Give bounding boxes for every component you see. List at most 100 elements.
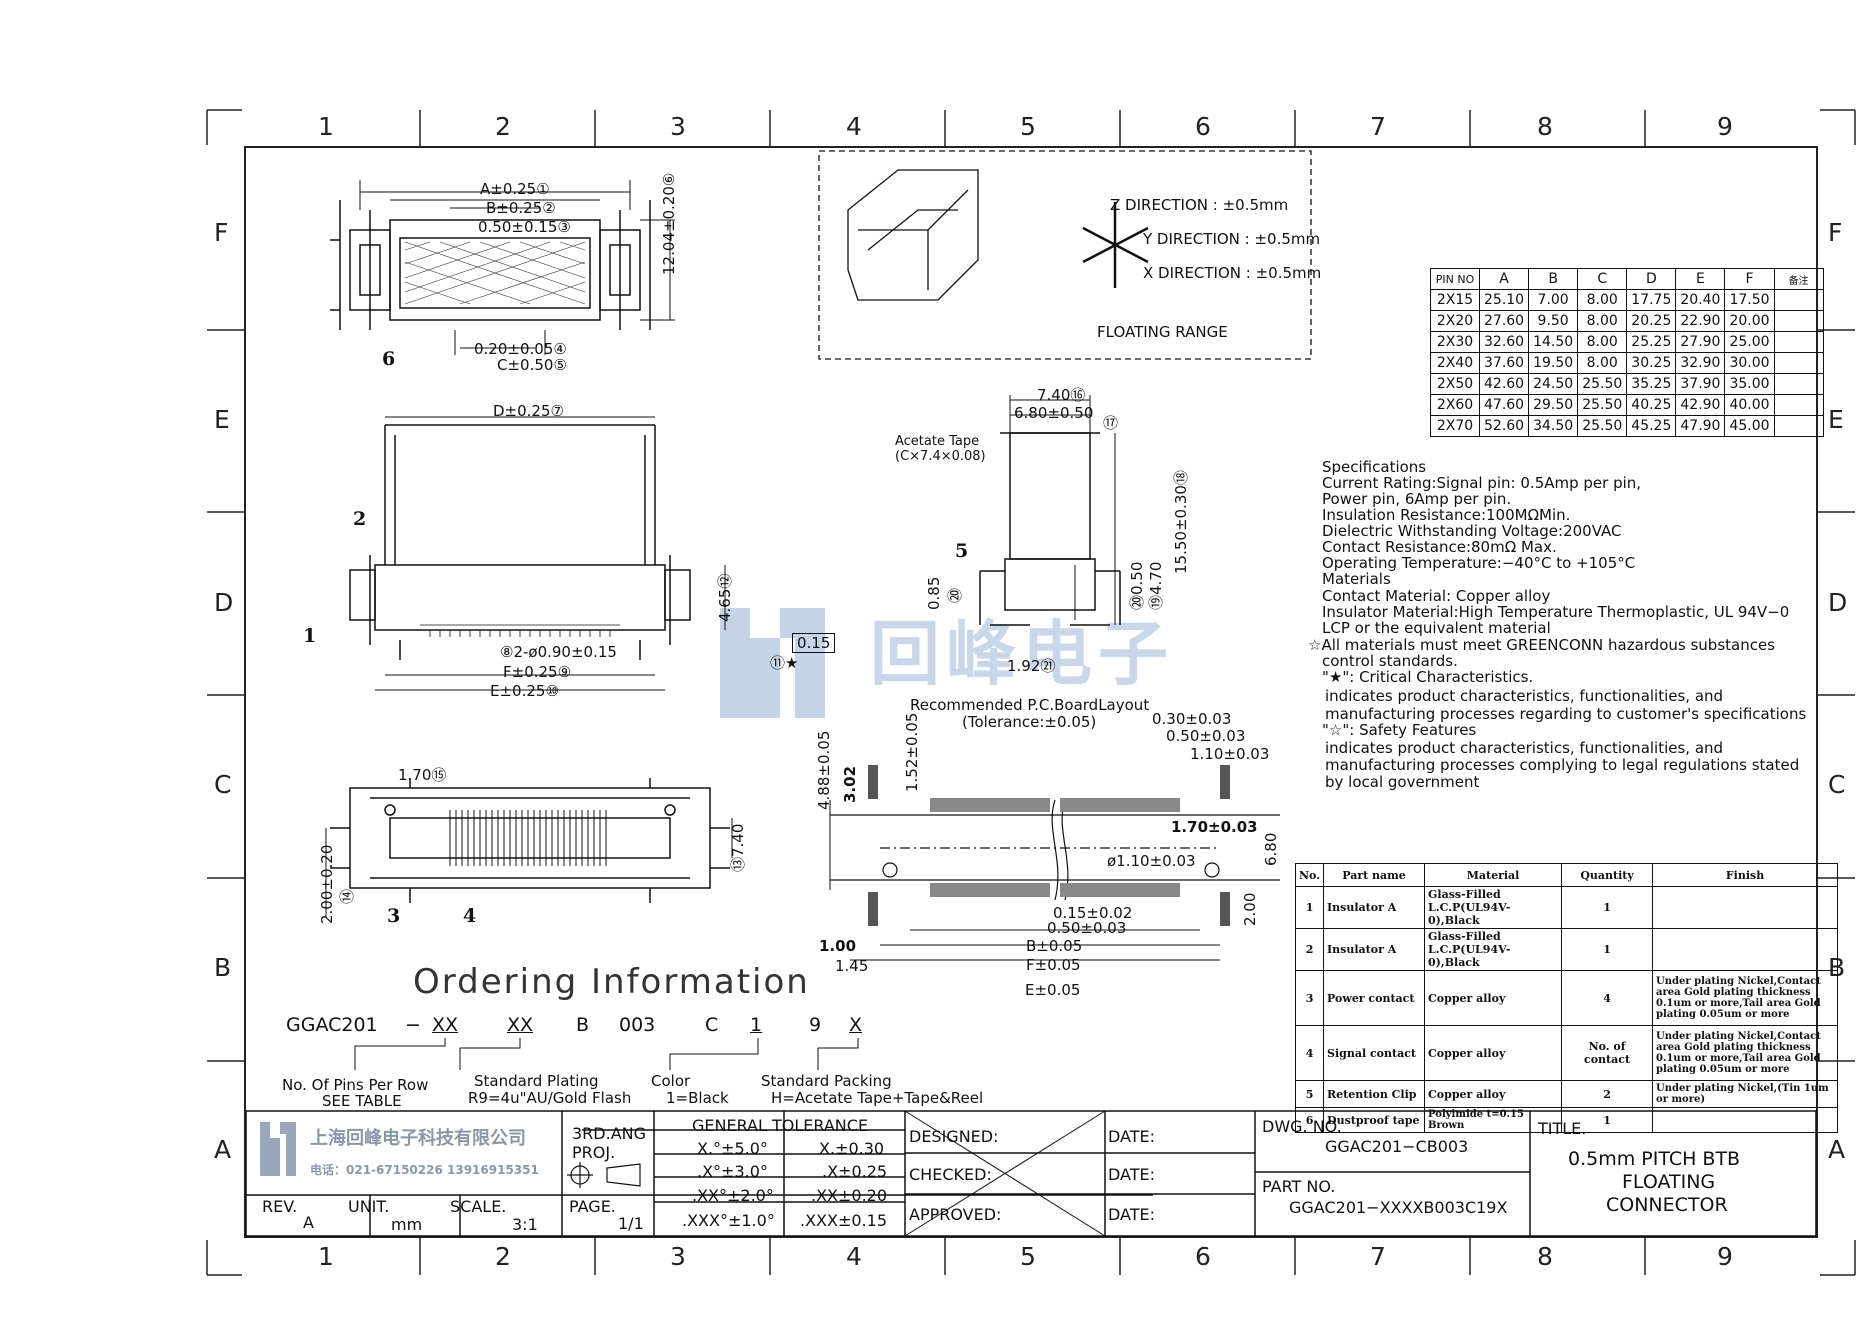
pcb-dim-b: B±0.05 [1026,937,1083,955]
zone-col-top-2: 2 [495,112,511,141]
table-cell: 2X20 [1430,310,1480,332]
floating-range-box [818,150,1312,360]
dim-22-marker: ⑳ [946,587,964,603]
table-cell: 8.00 [1577,331,1628,353]
table-cell: 20.40 [1675,289,1726,311]
table-row: 5 Retention Clip Copper alloy 2 Under pl… [1294,1080,1839,1108]
zone-col-top-3: 3 [670,112,686,141]
dim-14-marker: ⑭ [338,888,356,904]
ordering-note-packing-sub: H=Acetate Tape+Tape&Reel [771,1089,984,1107]
title-line-3: CONNECTOR [1606,1194,1728,1216]
pin-table-header: PIN NO A B C D E F 备注 [1430,268,1824,290]
bom-header-cell: Quantity [1561,863,1654,887]
ordering-note-pins: No. Of Pins Per Row [282,1076,429,1094]
table-cell: 1 [1561,928,1654,971]
flatness-symbol-note: ⑪★ [770,654,799,672]
table-cell: 25.00 [1724,331,1775,353]
table-cell: 2X30 [1430,331,1480,353]
pcb-dim-1-52: 1.52±0.05 [903,712,921,792]
part-marker-2: 2 [353,508,367,530]
dim-12-04: 12.04±0.20⑥ [660,172,678,275]
spec-line-18: manufacturing processes complying to leg… [1325,756,1800,774]
approved-date-label: DATE: [1108,1205,1156,1224]
table-cell: 4 [1561,970,1654,1026]
dwg-number: GGAC201−CB003 [1325,1137,1469,1156]
pcb-dim-0-50-b: 0.50±0.03 [1047,919,1127,937]
table-cell: 47.60 [1478,394,1530,416]
zone-row-right-F: F [1828,218,1843,247]
spec-line-16: "☆": Safety Features [1322,721,1477,739]
dim-0-20: 0.20±0.05④ [474,340,567,358]
table-cell: Glass-Filled L.C.P(UL94V-0),Black [1424,886,1563,929]
table-cell: 17.50 [1724,289,1775,311]
table-cell: 29.50 [1528,394,1579,416]
table-cell: 24.50 [1528,373,1579,395]
bom-header: No. Part name Material Quantity Finish [1294,863,1839,887]
table-cell [1773,415,1824,437]
tolerance-angle-2: .XX°±2.0° [692,1186,774,1205]
pin-table-header-cell: PIN NO [1430,268,1480,290]
table-cell: 2X50 [1430,373,1480,395]
table-cell: 25.25 [1626,331,1677,353]
dim-c: C±0.50⑤ [497,356,567,374]
table-cell: Glass-Filled L.C.P(UL94V-0),Black [1424,928,1563,971]
watermark-text: 回峰电子 [870,613,1174,695]
table-cell: 27.90 [1675,331,1726,353]
floating-y: Y DIRECTION : ±0.5mm [1143,230,1321,248]
spec-line-7: Materials [1322,570,1391,588]
part-label: PART NO. [1262,1177,1336,1196]
table-cell: Copper alloy [1424,970,1563,1026]
projection-label-2: PROJ. [572,1143,616,1162]
table-cell: 2X60 [1430,394,1480,416]
dim-15-50: 15.50±0.30⑱ [1172,470,1190,574]
table-cell: Copper alloy [1424,1080,1563,1108]
table-cell: 35.25 [1626,373,1677,395]
tolerance-linear-1: .X±0.25 [822,1162,888,1181]
pcb-dim-f: F±0.05 [1026,956,1081,974]
table-cell [1773,352,1824,374]
spec-line-1: Current Rating:Signal pin: 0.5Amp per pi… [1322,474,1642,492]
acetate-tape-label: Acetate Tape [895,434,980,449]
tolerance-linear-2: .XX±0.20 [811,1186,888,1205]
table-cell: 30.25 [1626,352,1677,374]
tolerance-title: GENERAL TOLERANCE [692,1116,869,1135]
pcb-dim-0-50: 0.50±0.03 [1166,727,1246,745]
zone-col-bottom-6: 6 [1195,1242,1211,1271]
spec-line-8: Contact Material: Copper alloy [1322,587,1551,605]
bom-table: No. Part name Material Quantity Finish 1… [1294,863,1839,1133]
ordering-leaders [354,1038,859,1070]
table-cell: 32.90 [1675,352,1726,374]
spec-line-3: Insulation Resistance:100MΩMin. [1322,506,1571,524]
dim-b: B±0.25② [486,199,556,217]
unit-label: UNIT. [348,1197,390,1216]
pcb-tolerance: (Tolerance:±0.05) [962,713,1097,731]
zone-col-top-6: 6 [1195,112,1211,141]
title-line-2: FLOATING [1622,1171,1716,1193]
bom-header-cell: No. [1294,863,1325,887]
part-marker-3: 3 [387,905,401,927]
table-cell: Power contact [1323,970,1426,1026]
ordering-note-color: Color [651,1072,691,1090]
pcb-dim-3-02: 3.02 [841,765,859,803]
table-cell: 47.90 [1675,415,1726,437]
dim-2-holes: ⑧2-ø0.90±0.15 [500,643,617,661]
floating-caption: FLOATING RANGE [1097,323,1228,341]
pin-table-header-cell: 备注 [1773,268,1824,290]
table-cell: 9.50 [1528,310,1579,332]
spec-line-17: indicates product characteristics, funct… [1325,739,1724,757]
spec-line-12: control standards. [1322,652,1458,670]
floating-z: Z DIRECTION : ±0.5mm [1110,196,1289,214]
table-cell: Signal contact [1323,1025,1426,1081]
pin-table-header-cell: E [1675,268,1726,290]
zone-col-bottom-4: 4 [846,1242,862,1271]
table-cell: 42.90 [1675,394,1726,416]
table-cell: 2 [1561,1080,1654,1108]
zone-col-bottom-8: 8 [1537,1242,1553,1271]
dim-4-65: 4.65⑫ [716,573,734,622]
zone-row-left-E: E [214,405,230,434]
pcb-dim-1-00: 1.00 [819,937,857,955]
table-cell: Under plating Nickel,Contact area Gold p… [1652,970,1839,1026]
